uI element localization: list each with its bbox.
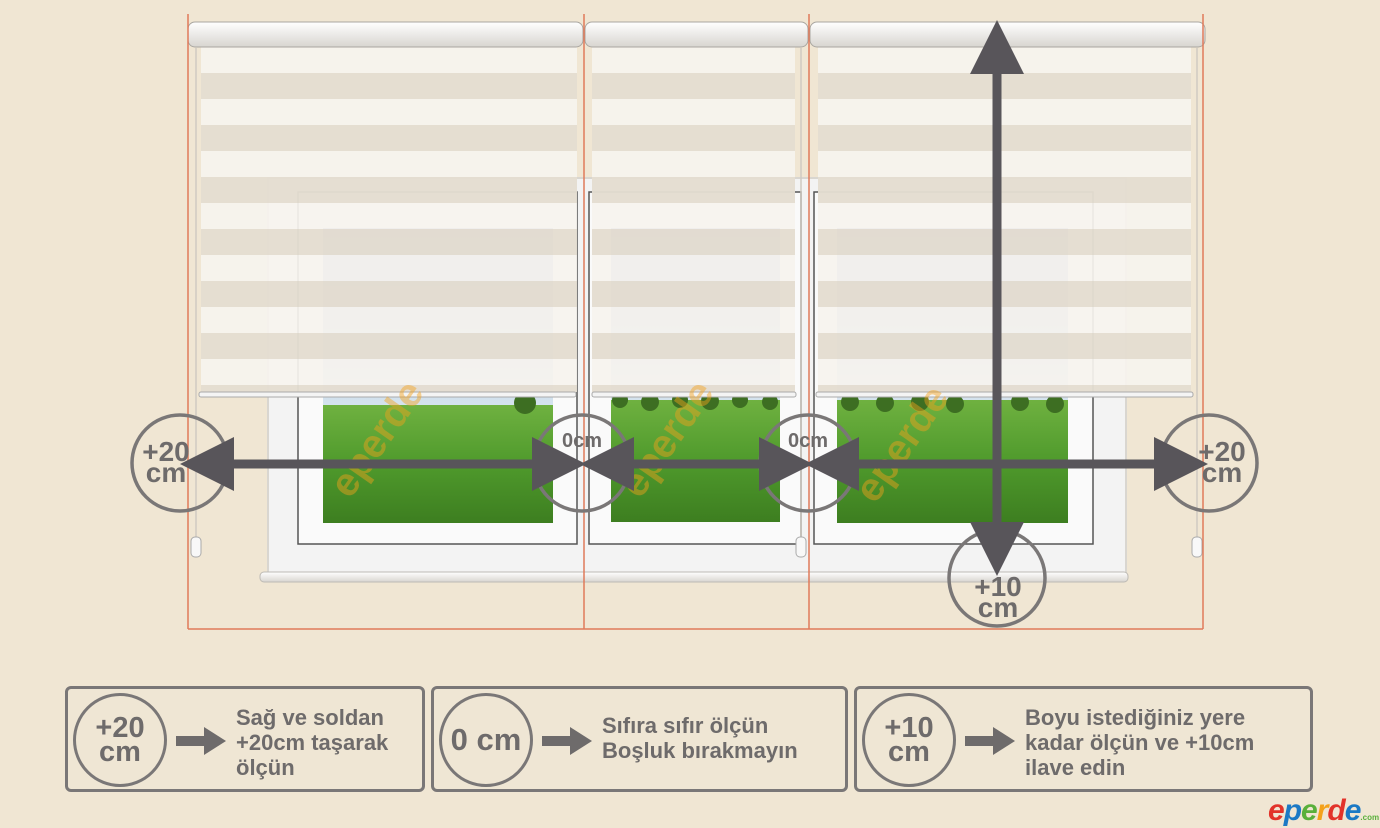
blind-stripe xyxy=(201,151,577,177)
blind-stripe xyxy=(818,229,1191,255)
blind-stripe xyxy=(201,281,577,307)
blind-stripe xyxy=(818,307,1191,333)
legend-text-zero-gap: Sıfıra sıfır ölçün Boşluk bırakmayın xyxy=(602,713,798,763)
blind-stripe xyxy=(201,125,577,151)
legend-text-line: Sıfıra sıfır ölçün xyxy=(602,713,769,738)
legend-text-height: Boyu istediğiniz yere kadar ölçün ve +10… xyxy=(1025,705,1254,780)
blind-stripe xyxy=(592,255,795,281)
blind-stripe xyxy=(201,73,577,99)
legend-circle-line1: +20 xyxy=(95,712,145,744)
blind-stripe xyxy=(818,333,1191,359)
blind-stripe xyxy=(201,359,577,385)
eperde-logo: eperde.com xyxy=(1268,794,1379,828)
right-arrow-icon xyxy=(965,727,1015,755)
bottom-bar-middle xyxy=(591,391,797,398)
blind-stripe xyxy=(592,203,795,229)
marker-bottom-line2: cm xyxy=(978,592,1018,623)
window-sill xyxy=(259,571,1129,583)
logo-letter: r xyxy=(1316,794,1329,827)
logo-letter: e xyxy=(1268,794,1285,827)
right-arrow-icon xyxy=(542,727,592,755)
logo-letter: d xyxy=(1327,794,1345,827)
legend-circle-line1: 0 cm xyxy=(450,722,522,757)
legend-text-line: ölçün xyxy=(236,755,295,780)
legend-circle-zero: 0 cm xyxy=(439,693,533,787)
legend-circle-line1: +10 xyxy=(884,712,934,744)
logo-suffix: .com xyxy=(1360,813,1380,822)
blind-stripe xyxy=(201,203,577,229)
blind-stripe xyxy=(592,73,795,99)
blind-stripe xyxy=(592,125,795,151)
measurement-lines xyxy=(187,14,1204,630)
zebra-blinds xyxy=(201,47,1191,392)
marker-right-line2: cm xyxy=(1202,457,1242,488)
blind-stripe xyxy=(201,307,577,333)
blind-stripe xyxy=(592,229,795,255)
legend-circle-line2: cm xyxy=(99,736,141,768)
blind-stripe xyxy=(592,385,795,392)
marker-gap1-label: 0cm xyxy=(562,430,602,452)
dimension-arrows xyxy=(180,19,1208,576)
marker-left-line2: cm xyxy=(146,457,186,488)
blind-stripe xyxy=(818,255,1191,281)
marker-left-line1: +20 xyxy=(142,436,190,467)
legend-text-line: Sağ ve soldan xyxy=(236,705,384,730)
blind-stripe xyxy=(818,281,1191,307)
blind-stripe xyxy=(818,359,1191,385)
right-arrow-icon xyxy=(176,727,226,755)
blind-stripe xyxy=(201,99,577,125)
blind-stripe xyxy=(201,333,577,359)
bottom-bar-left xyxy=(198,391,577,398)
legend-box-side-overlap: +20 cm Sağ ve soldan +20cm taşarak ölçün xyxy=(65,686,425,792)
blind-stripe xyxy=(201,255,577,281)
blind-stripe xyxy=(201,177,577,203)
marker-bottom-line1: +10 xyxy=(974,571,1022,602)
legend-text-side-overlap: Sağ ve soldan +20cm taşarak ölçün xyxy=(236,705,388,780)
legend-box-zero-gap: 0 cm Sıfıra sıfır ölçün Boşluk bırakmayı… xyxy=(431,686,848,792)
headrail-left xyxy=(187,21,584,48)
blind-stripe xyxy=(592,177,795,203)
bottom-bar-right xyxy=(815,391,1194,398)
blind-stripe xyxy=(818,385,1191,392)
legend-box-height: +10 cm Boyu istediğiniz yere kadar ölçün… xyxy=(854,686,1313,792)
blind-stripe xyxy=(592,99,795,125)
blind-stripe xyxy=(818,203,1191,229)
legend-circle-plus10: +10 cm xyxy=(862,693,956,787)
legend-text-line: Boşluk bırakmayın xyxy=(602,738,798,763)
logo-letter: e xyxy=(1344,794,1362,827)
blind-stripe xyxy=(818,99,1191,125)
marker-gap2-label: 0cm xyxy=(788,430,828,452)
blind-stripe xyxy=(592,281,795,307)
blind-stripe xyxy=(592,47,795,73)
blind-stripe xyxy=(201,385,577,392)
logo-letter: e xyxy=(1301,794,1318,827)
blind-stripe xyxy=(818,177,1191,203)
marker-labels: +20 cm 0cm 0cm +20 cm +10 cm xyxy=(142,430,1246,623)
marker-right-line1: +20 xyxy=(1198,436,1246,467)
blind-stripe xyxy=(818,47,1191,73)
legend-text-line: Boyu istediğiniz yere xyxy=(1025,705,1246,730)
legend-circle-line2: cm xyxy=(888,736,930,768)
blind-stripe xyxy=(592,359,795,385)
headrail-middle xyxy=(584,21,809,48)
blind-stripe xyxy=(818,125,1191,151)
legend-circle-plus20: +20 cm xyxy=(73,693,167,787)
logo-letter: p xyxy=(1283,794,1302,827)
blind-stripe xyxy=(201,47,577,73)
blind-stripe xyxy=(592,307,795,333)
blind-stripe xyxy=(592,151,795,177)
blind-stripe xyxy=(592,333,795,359)
headrail-right xyxy=(809,21,1206,48)
blind-stripe xyxy=(201,229,577,255)
blind-stripe xyxy=(818,151,1191,177)
legend-text-line: ilave edin xyxy=(1025,755,1126,780)
legend-text-line: kadar ölçün ve +10cm xyxy=(1025,730,1255,755)
blind-stripe xyxy=(818,73,1191,99)
legend-text-line: +20cm taşarak xyxy=(236,730,389,755)
